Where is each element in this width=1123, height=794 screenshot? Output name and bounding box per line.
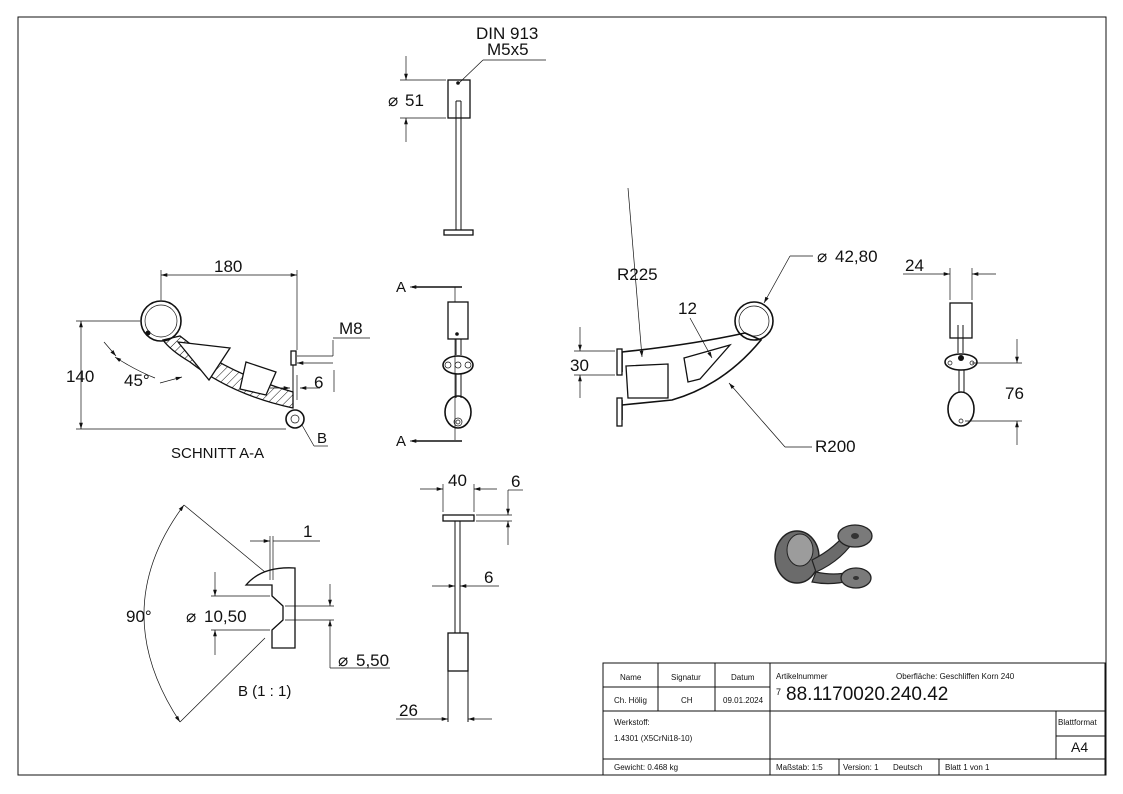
dim-m5x5: M5x5 bbox=[487, 40, 529, 59]
section-marker-a-top: A bbox=[396, 279, 406, 296]
dim-76: 76 bbox=[1005, 384, 1024, 403]
detail-label: B (1 : 1) bbox=[238, 683, 291, 700]
dim-6-section: 6 bbox=[314, 373, 323, 392]
dim-40: 40 bbox=[448, 471, 467, 490]
dim-42-80-value: 42,80 bbox=[835, 247, 878, 266]
dim-r200: R200 bbox=[815, 437, 856, 456]
section-a-a-view: 180 140 45° M8 6 B SCHNITT A-A bbox=[66, 257, 370, 462]
tb-sprache: Deutsch bbox=[893, 763, 922, 772]
end-view: 24 76 bbox=[903, 256, 1024, 445]
tb-blattformat-label: Blattformat bbox=[1058, 718, 1097, 727]
side-view: R225 12 30 ⌀ 42,80 R200 bbox=[570, 187, 878, 456]
dim-51: ⌀ bbox=[388, 91, 398, 110]
dim-26: 26 bbox=[399, 701, 418, 720]
front-view: A A bbox=[396, 279, 474, 450]
dim-24: 24 bbox=[905, 256, 924, 275]
tb-version: Version: 1 bbox=[843, 763, 879, 772]
tb-werkstoff: 1.4301 (X5CrNi18-10) bbox=[614, 734, 693, 743]
title-block bbox=[602, 662, 1106, 776]
dim-6-plate: 6 bbox=[511, 472, 520, 491]
tb-header-datum: Datum bbox=[731, 673, 755, 682]
tb-blattformat: A4 bbox=[1071, 739, 1088, 755]
dim-5-50-value: 5,50 bbox=[356, 651, 389, 670]
dim-5-50: ⌀ bbox=[338, 651, 348, 670]
tb-gewicht: Gewicht: 0.468 kg bbox=[614, 763, 678, 772]
tb-artikel-prefix: 7 bbox=[776, 687, 781, 697]
tb-werkstoff-label: Werkstoff: bbox=[614, 718, 650, 727]
section-label: SCHNITT A-A bbox=[171, 445, 264, 462]
iso-view bbox=[774, 524, 873, 589]
dim-12: 12 bbox=[678, 299, 697, 318]
dim-90deg: 90° bbox=[126, 607, 152, 626]
dim-42-80: ⌀ bbox=[817, 247, 827, 266]
tb-header-signatur: Signatur bbox=[671, 673, 701, 682]
tb-name: Ch. Hölig bbox=[614, 696, 647, 705]
detail-b-view: 90° 1 ⌀ 10,50 ⌀ 5,50 B (1 : 1) bbox=[126, 504, 390, 723]
detail-marker-b: B bbox=[317, 430, 327, 447]
tb-artikel-nr: 88.1170020.240.42 bbox=[786, 684, 948, 705]
bottom-view: 40 6 6 26 bbox=[396, 471, 523, 722]
dim-10-50-value: 10,50 bbox=[204, 607, 247, 626]
top-view: DIN 913 M5x5 ⌀ 51 bbox=[388, 24, 546, 236]
dim-r225: R225 bbox=[617, 265, 658, 284]
dim-45deg: 45° bbox=[124, 371, 150, 390]
tb-datum: 09.01.2024 bbox=[723, 696, 764, 705]
tb-oberflaeche: Oberfläche: Geschliffen Korn 240 bbox=[896, 672, 1015, 681]
dim-140: 140 bbox=[66, 367, 94, 386]
dim-din913: DIN 913 bbox=[476, 24, 538, 43]
dim-51-value: 51 bbox=[405, 91, 424, 110]
section-marker-a-bottom: A bbox=[396, 433, 406, 450]
dim-180: 180 bbox=[214, 257, 242, 276]
dim-30: 30 bbox=[570, 356, 589, 375]
tb-header-name: Name bbox=[620, 673, 642, 682]
dim-1: 1 bbox=[303, 522, 312, 541]
tb-massstab: Maßstab: 1:5 bbox=[776, 763, 823, 772]
tb-signatur: CH bbox=[681, 696, 693, 705]
dim-6-rod: 6 bbox=[484, 568, 493, 587]
dim-10-50: ⌀ bbox=[186, 607, 196, 626]
sheet-border bbox=[17, 16, 1107, 776]
tb-artikel-label: Artikelnummer bbox=[776, 672, 828, 681]
dim-m8: M8 bbox=[339, 319, 363, 338]
tb-blatt: Blatt 1 von 1 bbox=[945, 763, 990, 772]
